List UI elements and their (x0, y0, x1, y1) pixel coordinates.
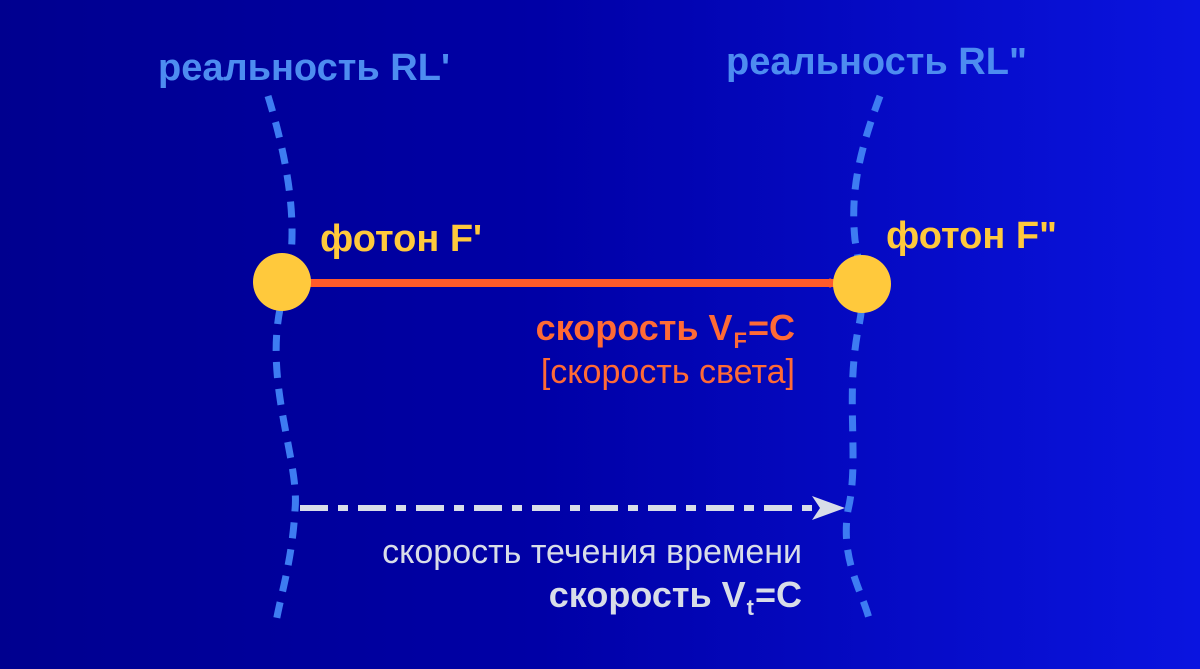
time-speed-prefix: скорость V (548, 574, 746, 615)
photon-right-label: фотон F" (886, 215, 1058, 257)
reality-left-label: реальность RL' (158, 47, 450, 89)
photon-right-dot (833, 255, 891, 313)
photon-left-dot (253, 253, 311, 311)
photon-speed-note: [скорость света] (540, 353, 795, 391)
time-speed-subscript: t (746, 595, 754, 620)
time-flow-arrowhead (812, 496, 845, 520)
photon-speed-prefix: скорость V (535, 307, 733, 348)
photon-speed-suffix: =C (747, 307, 795, 348)
time-speed-caption: скорость течения времени (382, 533, 802, 571)
photon-speed-subscript: F (733, 328, 747, 353)
reality-right-boundary (842, 94, 884, 623)
reality-left-boundary (264, 94, 299, 623)
photon-speed-label: скорость VF=C (535, 307, 795, 352)
time-speed-label: скорость Vt=C (548, 574, 802, 619)
photon-left-label: фотон F' (320, 218, 483, 260)
reality-right-label: реальность RL" (726, 41, 1027, 83)
time-speed-suffix: =C (754, 574, 802, 615)
